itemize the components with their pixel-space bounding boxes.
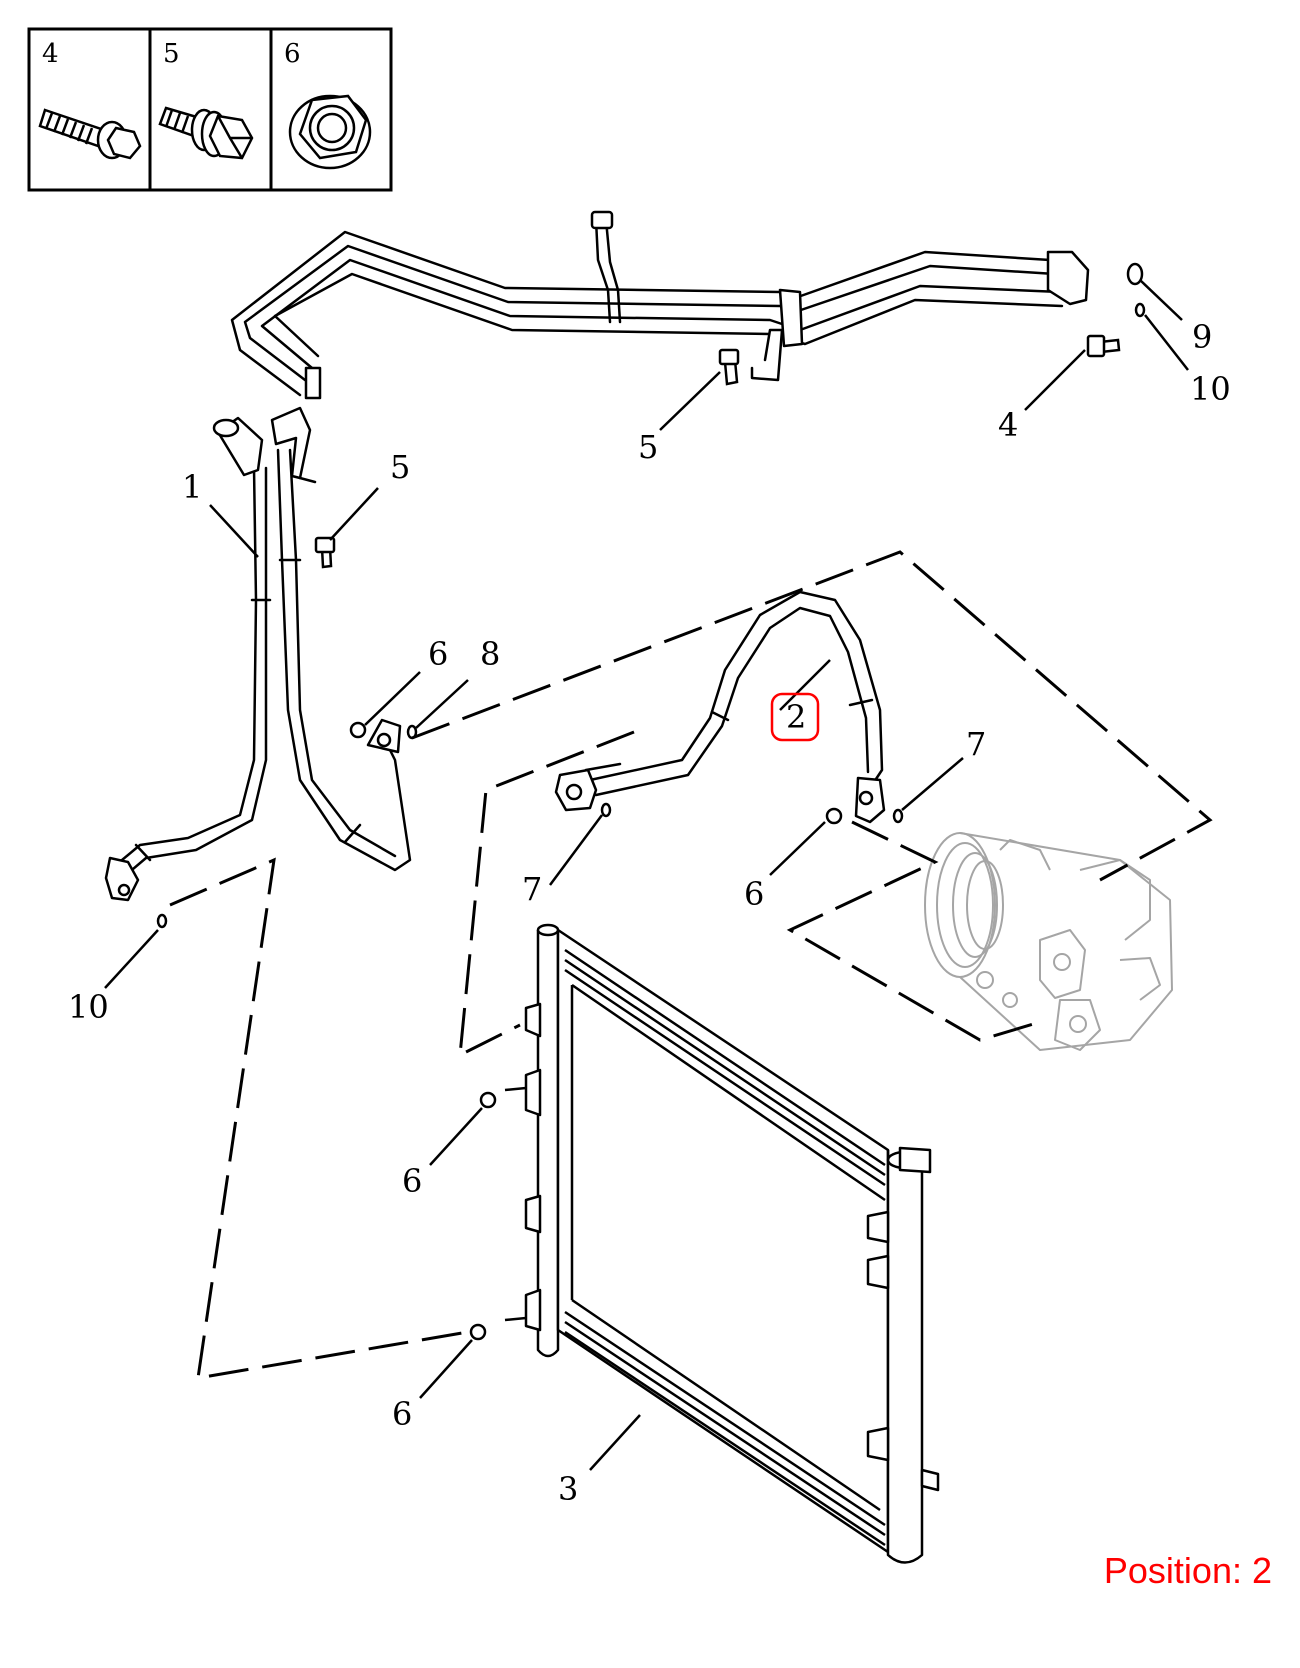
callout-7-left: 7 [522, 870, 542, 908]
callout-10-right: 10 [1190, 370, 1231, 408]
position-indicator: Position: 2 [1103, 1550, 1272, 1591]
loose-parts [156, 262, 1146, 1341]
bolt-5-center [718, 348, 740, 386]
callout-3: 3 [558, 1470, 578, 1508]
o-ring-10-left [156, 913, 168, 929]
callout-4: 4 [998, 406, 1018, 444]
nut-6-b [825, 807, 843, 825]
condenser [504, 923, 940, 1564]
legend-cell-4-number: 4 [42, 39, 59, 69]
flange-bolt-icon [38, 108, 142, 160]
leader-lines [104, 279, 1189, 1471]
callout-8: 8 [480, 635, 500, 673]
ac-compressor [924, 832, 1173, 1051]
legend-cell-6-number: 6 [284, 39, 301, 69]
bolt-5-left [314, 536, 336, 569]
refrigerant-pipe-assembly [104, 210, 1090, 902]
callout-2: 2 [786, 698, 806, 736]
callout-6-condenser-upper: 6 [402, 1162, 422, 1200]
callout-9: 9 [1192, 318, 1212, 356]
legend-frame [27, 27, 393, 192]
washer-bolt-icon [158, 106, 254, 160]
callout-10-left: 10 [68, 988, 109, 1026]
callout-1: 1 [182, 468, 202, 506]
compressor-hose [554, 590, 886, 824]
legend-cell-5-number: 5 [163, 39, 180, 69]
flange-nut-icon [288, 94, 372, 170]
assembly-dashed-lines [169, 550, 1213, 1380]
callout-5-left: 5 [390, 448, 410, 486]
nut-6-c [479, 1091, 497, 1109]
o-ring-7-left [600, 802, 612, 818]
bolt-4-right [1086, 334, 1121, 358]
callout-5-center: 5 [638, 428, 658, 466]
fastener-legend: 4 5 6 [27, 27, 393, 192]
callout-6-upper: 6 [428, 635, 448, 673]
nut-6-d [469, 1323, 487, 1341]
callout-labels: 1 2 3 4 5 5 6 6 6 6 7 7 8 9 10 10 [68, 318, 1231, 1508]
nut-6-a [349, 721, 367, 739]
highlight-box [770, 692, 820, 742]
callout-6-compressor: 6 [744, 875, 764, 913]
callout-6-condenser-lower: 6 [392, 1395, 412, 1433]
callout-7-right: 7 [966, 725, 986, 763]
o-ring-10-right [1134, 302, 1146, 318]
o-ring-7-right [892, 808, 904, 824]
o-ring-9 [1126, 262, 1144, 286]
